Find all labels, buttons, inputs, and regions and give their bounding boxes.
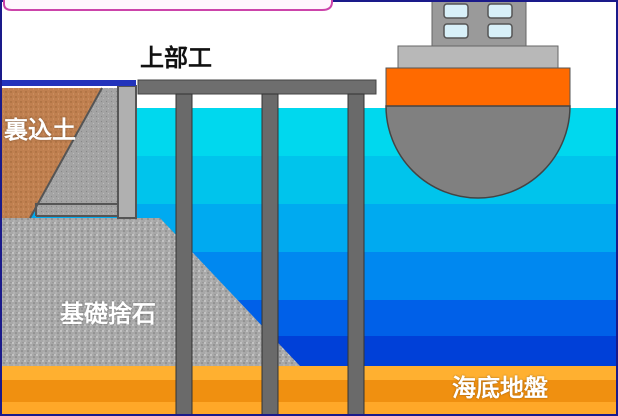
seabed bbox=[0, 366, 618, 416]
label-foundation-rubble: 基礎捨石 bbox=[60, 300, 156, 328]
ship-window bbox=[443, 23, 469, 39]
superstructure-deck bbox=[137, 79, 377, 95]
label-seabed: 海底地盤 bbox=[452, 374, 548, 402]
piles bbox=[175, 93, 365, 416]
land-surface bbox=[0, 80, 136, 86]
callout-box-edge bbox=[3, 0, 333, 11]
wall-cap bbox=[117, 85, 137, 219]
label-backfill: 裏込土 bbox=[4, 116, 76, 144]
foundation-rubble bbox=[0, 218, 300, 366]
pile-3 bbox=[347, 93, 365, 416]
ship-window bbox=[487, 3, 513, 19]
ship bbox=[385, 0, 571, 199]
ship-hull bbox=[385, 105, 571, 199]
pile-2 bbox=[261, 93, 279, 416]
backfill-soil bbox=[0, 88, 102, 218]
retaining-wall bbox=[30, 88, 132, 218]
label-superstructure: 上部工 bbox=[140, 44, 212, 72]
ship-window bbox=[443, 3, 469, 19]
ship-window bbox=[487, 23, 513, 39]
ship-hull-band bbox=[385, 67, 571, 107]
pile-1 bbox=[175, 93, 193, 416]
ship-deck bbox=[397, 45, 559, 69]
